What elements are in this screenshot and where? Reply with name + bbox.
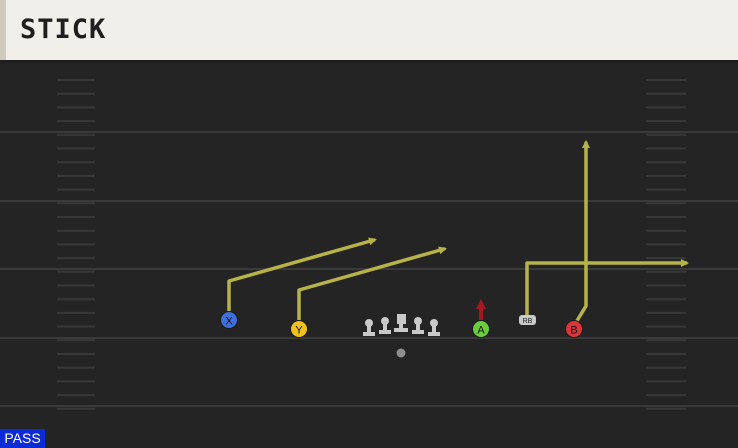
lineman-right-tackle	[428, 319, 440, 336]
play-type-badge: PASS	[0, 429, 45, 448]
player-b-label: B	[570, 325, 577, 337]
lineman-right-guard	[412, 317, 424, 334]
player-b[interactable]: B	[565, 320, 583, 338]
yard-lines	[0, 131, 738, 407]
play-header: STICK	[0, 0, 738, 60]
lineman-center	[394, 314, 408, 332]
player-y[interactable]: Y	[290, 320, 308, 338]
routes	[227, 140, 689, 326]
lineman-left-guard	[379, 317, 391, 334]
player-a[interactable]: A	[472, 320, 490, 338]
hash-marks	[57, 79, 686, 410]
player-x-label: X	[225, 316, 233, 328]
route-rb	[525, 259, 689, 320]
player-a-label: A	[477, 325, 485, 337]
player-rb-label: RB	[523, 318, 533, 325]
header-divider	[0, 60, 738, 64]
play-title: STICK	[20, 14, 107, 45]
player-y-label: Y	[295, 325, 303, 337]
route-y	[297, 246, 447, 324]
route-b	[573, 140, 590, 326]
play-field: X Y A RB B	[0, 79, 738, 410]
player-x[interactable]: X	[220, 311, 238, 329]
lineman-left-tackle	[363, 319, 375, 336]
offensive-line	[363, 314, 440, 336]
quarterback-marker	[396, 348, 406, 358]
player-rb[interactable]: RB	[519, 315, 536, 325]
route-x	[227, 237, 377, 316]
